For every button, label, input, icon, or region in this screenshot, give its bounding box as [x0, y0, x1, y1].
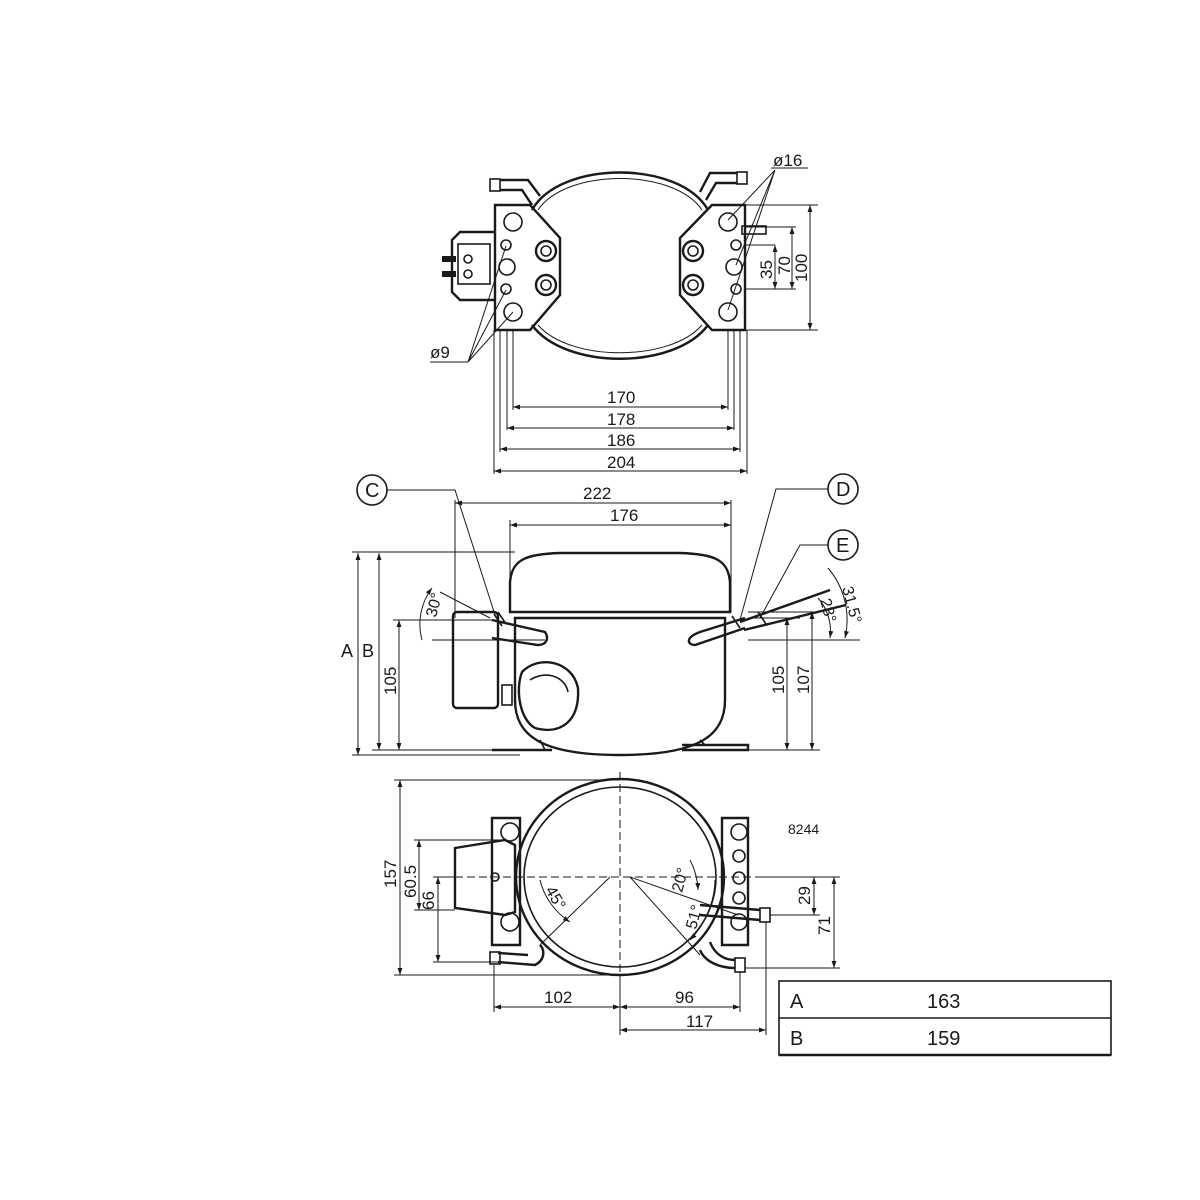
ab-table: A 163 B 159: [778, 980, 1112, 1057]
callout-e: E: [759, 529, 859, 619]
angle-30: 30°: [423, 591, 446, 619]
row-b-key: B: [790, 1028, 803, 1050]
top-dome-outline: [530, 171, 710, 360]
row-a-value: 163: [927, 991, 960, 1013]
top-view: ø16 ø9 35 70 100 170 178 186 204: [430, 151, 818, 474]
hole-small-label: ø9: [430, 343, 450, 362]
dim-102: 102: [544, 988, 572, 1007]
dim-157: 157: [381, 860, 400, 888]
angle-51: 51°: [683, 903, 706, 931]
drawing-number: 8244: [788, 821, 819, 837]
top-left-mount-plate: [493, 203, 562, 332]
angle-45: 45°: [542, 884, 569, 913]
dim-105-right: 105: [769, 666, 788, 694]
angle-20: 20°: [669, 866, 692, 894]
dim-100: 100: [792, 254, 811, 282]
dim-222: 222: [583, 484, 611, 503]
table-row: A 163: [790, 991, 960, 1013]
top-relay-box: [442, 230, 495, 302]
dim-96: 96: [675, 988, 694, 1007]
dim-60-5: 60.5: [401, 865, 420, 898]
svg-text:E: E: [836, 535, 849, 557]
top-tube-right: [698, 171, 748, 201]
dim-176: 176: [610, 506, 638, 525]
top-tube-left: [489, 178, 541, 206]
dim-186: 186: [607, 431, 635, 450]
dim-70: 70: [775, 256, 794, 275]
dim-66: 66: [419, 891, 438, 910]
dim-178: 178: [607, 410, 635, 429]
dim-29: 29: [795, 886, 814, 905]
dim-204: 204: [607, 453, 635, 472]
dim-107: 107: [794, 666, 813, 694]
row-a-key: A: [790, 991, 804, 1013]
svg-text:D: D: [836, 479, 850, 501]
dim-71: 71: [815, 916, 834, 935]
top-right-mount-plate: [678, 203, 747, 332]
angle-28: 28°: [816, 597, 839, 625]
dim-170: 170: [607, 388, 635, 407]
row-b-value: 159: [927, 1028, 960, 1050]
dim-117: 117: [686, 1012, 713, 1031]
svg-text:C: C: [365, 480, 379, 502]
dim-35: 35: [757, 260, 776, 279]
dim-105-left: 105: [381, 667, 400, 695]
side-view: C D E 222 176 A B 105 105 107: [341, 473, 864, 757]
label-a: A: [341, 641, 353, 661]
side-body-outline: [508, 551, 732, 614]
table-row: B 159: [790, 1028, 960, 1050]
callout-d: D: [739, 473, 859, 621]
side-relay-box: [451, 610, 500, 710]
bottom-view: 45° 20° 51° 8244 157 60.5 66 29 71 102 9…: [381, 772, 840, 1035]
label-b: B: [362, 641, 374, 661]
callout-c: C: [356, 474, 497, 619]
hole-large-label: ø16: [773, 151, 802, 170]
